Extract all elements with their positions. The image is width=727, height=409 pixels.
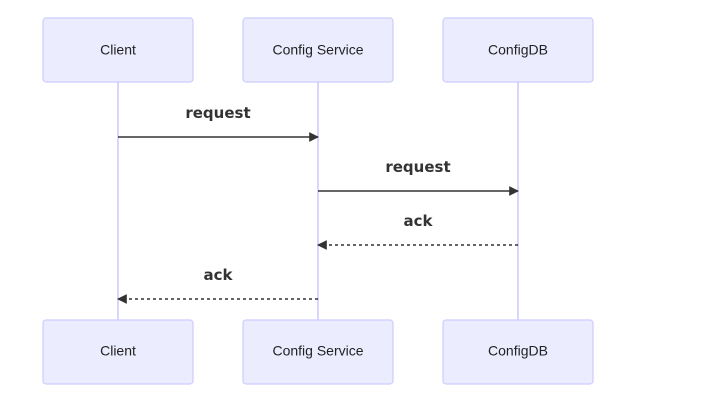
actor-bottom-config-service-label: Config Service [272,343,363,359]
actor-top-configdb-label: ConfigDB [488,42,548,58]
actor-bottom-client: Client [42,319,194,385]
message-1: request [118,104,319,142]
message-4: ack [117,266,318,304]
message-3-label: ack [404,212,434,230]
actor-bottom-configdb: ConfigDB [442,319,594,385]
actor-top-configdb: ConfigDB [442,17,594,83]
actor-bottom-configdb-label: ConfigDB [488,343,548,359]
message-3: ack [317,212,518,250]
lifelines [117,82,519,320]
actor-bottom-config-service: Config Service [242,319,394,385]
actor-top-config-service-label: Config Service [272,42,363,58]
message-2: request [318,158,519,196]
message-2-label: request [385,158,450,176]
actor-top-client: Client [42,17,194,83]
actor-bottom-client-label: Client [100,343,136,359]
message-4-label: ack [204,266,234,284]
actor-top-config-service: Config Service [242,17,394,83]
message-1-label: request [185,104,250,122]
actor-top-client-label: Client [100,42,136,58]
